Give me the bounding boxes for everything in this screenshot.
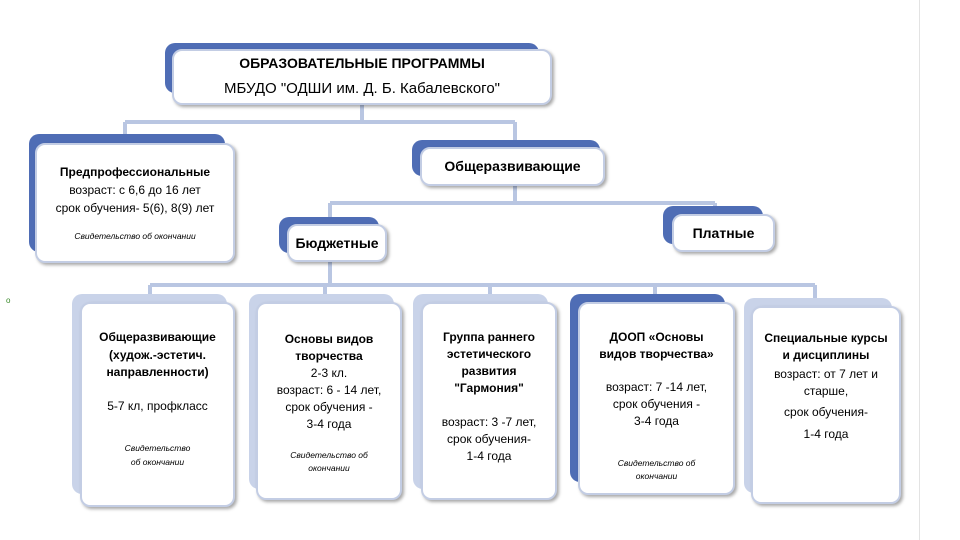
title-line1: ОБРАЗОВАТЕЛЬНЫЕ ПРОГРАММЫ	[239, 55, 485, 71]
card4-line4: срок обучения -	[612, 397, 701, 411]
card5-line2: и дисциплины	[782, 348, 870, 362]
card3-line2: эстетического	[446, 347, 532, 361]
budget-title: Бюджетные	[295, 235, 379, 251]
card3-line3: развития	[461, 364, 517, 378]
general-title: Общеразвивающие	[444, 158, 581, 174]
preprofessional-note: Свидетельство об окончании	[74, 231, 196, 241]
card3-line7: 1-4 года	[466, 449, 512, 463]
card5-line3: возраст: от 7 лет и	[774, 367, 878, 381]
card2-line1: Основы видов	[284, 332, 374, 346]
card5-line4: старше,	[803, 384, 849, 398]
card2-line5: срок обучения -	[285, 400, 373, 414]
card2-line4: возраст: 6 - 14 лет,	[276, 383, 382, 397]
card4-line1: ДООП «Основы	[609, 330, 704, 344]
card2-line2: творчества	[295, 349, 363, 363]
card1-line1: Общеразвивающие	[99, 330, 216, 344]
card5-line1: Специальные курсы	[764, 331, 888, 345]
card1-line4: 5-7 кл, профкласс	[107, 399, 208, 413]
card1-line3: направленности)	[106, 365, 209, 379]
card4-line2: видов творчества»	[599, 347, 714, 361]
preprofessional-title: Предпрофессиональные	[59, 165, 211, 179]
preprofessional-term: срок обучения- 5(6), 8(9) лет	[55, 201, 215, 215]
card1-note1: Свидетельство	[124, 443, 191, 453]
card5-line5: срок обучения-	[784, 405, 868, 419]
card4-line5: 3-4 года	[634, 414, 679, 428]
card3-line1: Группа раннего	[442, 330, 536, 344]
card2-line3: 2-3 кл.	[310, 366, 348, 380]
card5-line6: 1-4 года	[803, 427, 849, 441]
card3-line5: возраст: 3 -7 лет,	[441, 415, 537, 429]
card4-note2: окончании	[635, 471, 678, 481]
card4-note1: Свидетельство об	[617, 458, 696, 468]
page-edge-line	[919, 0, 920, 540]
card2-note1: Свидетельство об	[290, 450, 368, 460]
card3-line6: срок обучения-	[447, 432, 531, 446]
card2-line6: 3-4 года	[306, 417, 352, 431]
card1-note2: об окончании	[130, 457, 185, 467]
card2-note2: окончании	[308, 463, 350, 473]
card4-line3: возраст: 7 -14 лет,	[605, 380, 708, 394]
marker-dot: o	[6, 296, 11, 305]
paid-title: Платные	[692, 225, 755, 241]
card1-line2: (худож.-эстетич.	[109, 348, 206, 362]
title-line2: МБУДО "ОДШИ им. Д. Б. Кабалевского"	[223, 80, 500, 97]
preprofessional-age: возраст: с 6,6 до 16 лет	[69, 183, 201, 197]
card3-line4: "Гармония"	[454, 381, 524, 395]
